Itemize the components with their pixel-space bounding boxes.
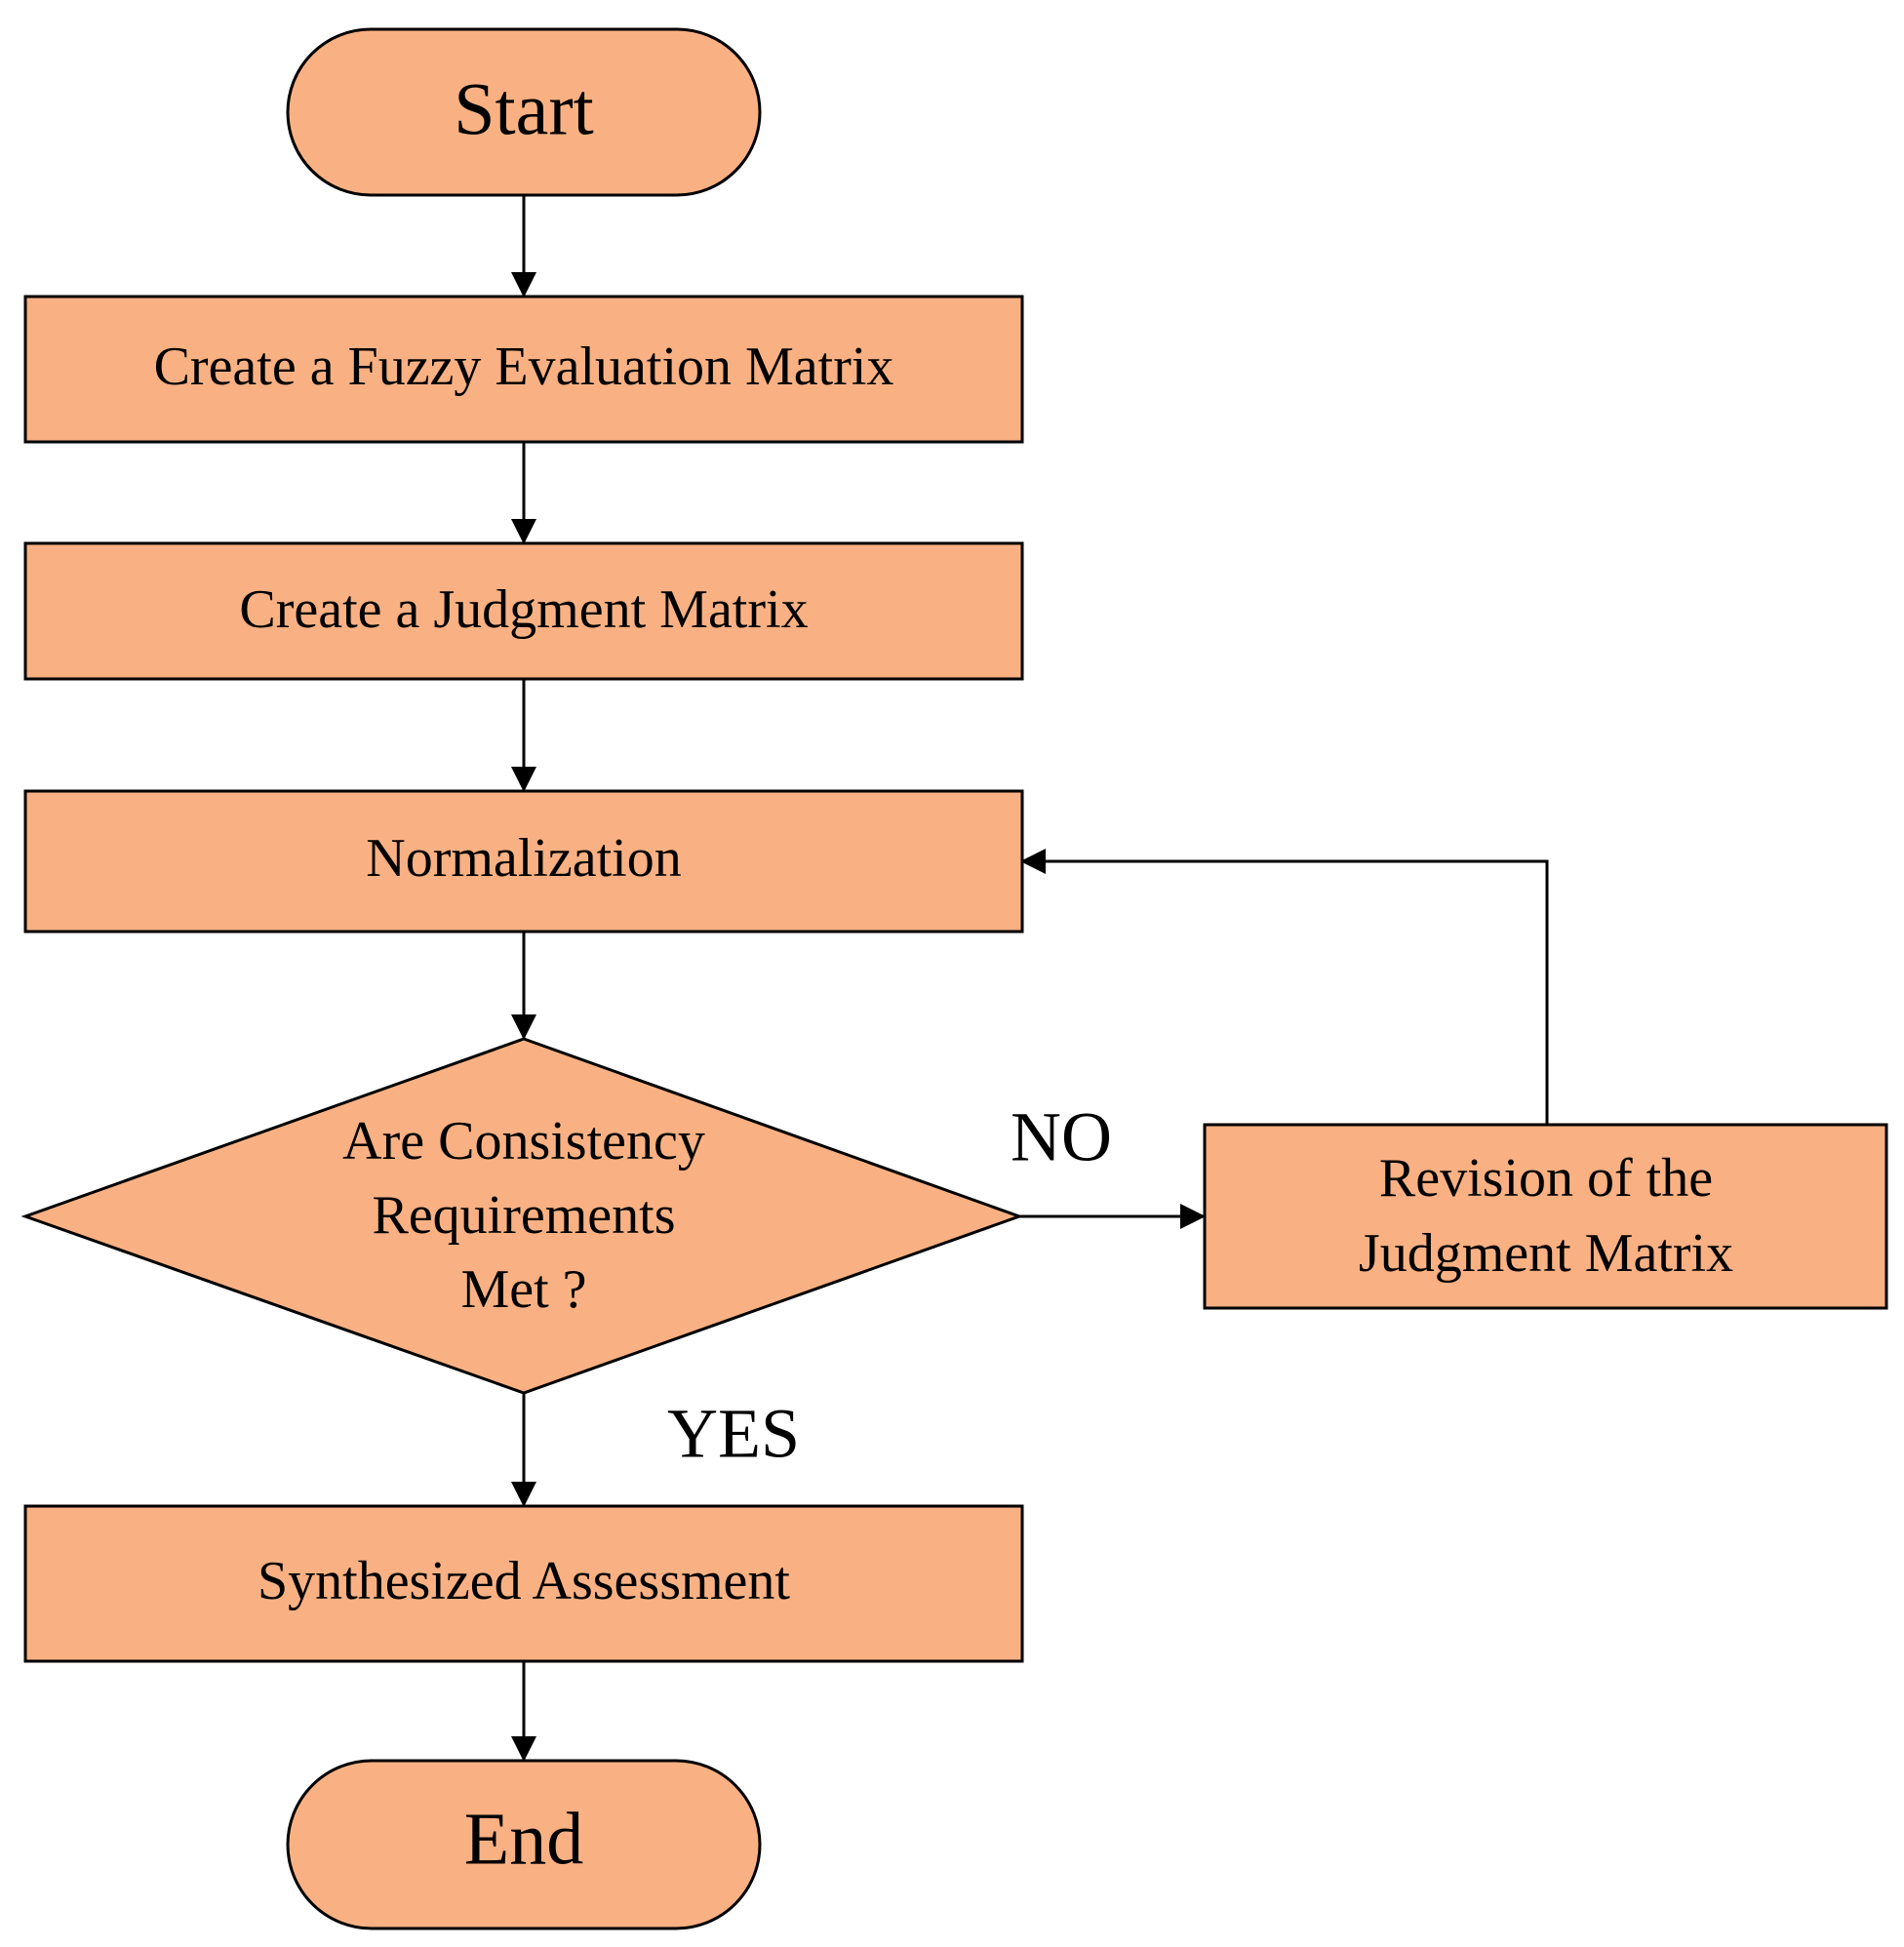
decision-label-line-3: Met ?	[460, 1259, 586, 1320]
edge-label-no: NO	[1011, 1098, 1112, 1176]
revision-label-line-1: Revision of the	[1379, 1148, 1713, 1209]
normalization-label: Normalization	[366, 828, 681, 889]
edge-label-yes: YES	[667, 1395, 800, 1473]
consistency-decision-node: Are Consistency Requirements Met ?	[20, 1037, 1024, 1395]
start-node: Start	[286, 27, 762, 197]
revision-label-line-2: Judgment Matrix	[1359, 1223, 1733, 1284]
start-label: Start	[454, 68, 594, 150]
create-fuzzy-matrix-node: Create a Fuzzy Evaluation Matrix	[23, 295, 1024, 444]
synthesized-assessment-label: Synthesized Assessment	[258, 1551, 790, 1611]
decision-label-line-2: Requirements	[372, 1185, 675, 1246]
create-fuzzy-matrix-label: Create a Fuzzy Evaluation Matrix	[154, 337, 894, 397]
create-judgment-matrix-label: Create a Judgment Matrix	[239, 579, 808, 640]
end-node: End	[286, 1759, 762, 1930]
synthesized-assessment-node: Synthesized Assessment	[23, 1504, 1024, 1663]
edge-revision-loop	[1020, 849, 1549, 1125]
normalization-node: Normalization	[23, 789, 1024, 934]
create-judgment-matrix-node: Create a Judgment Matrix	[23, 541, 1024, 681]
revision-node: Revision of the Judgment Matrix	[1203, 1123, 1888, 1310]
end-label: End	[464, 1798, 583, 1880]
decision-label-line-1: Are Consistency	[342, 1111, 705, 1172]
